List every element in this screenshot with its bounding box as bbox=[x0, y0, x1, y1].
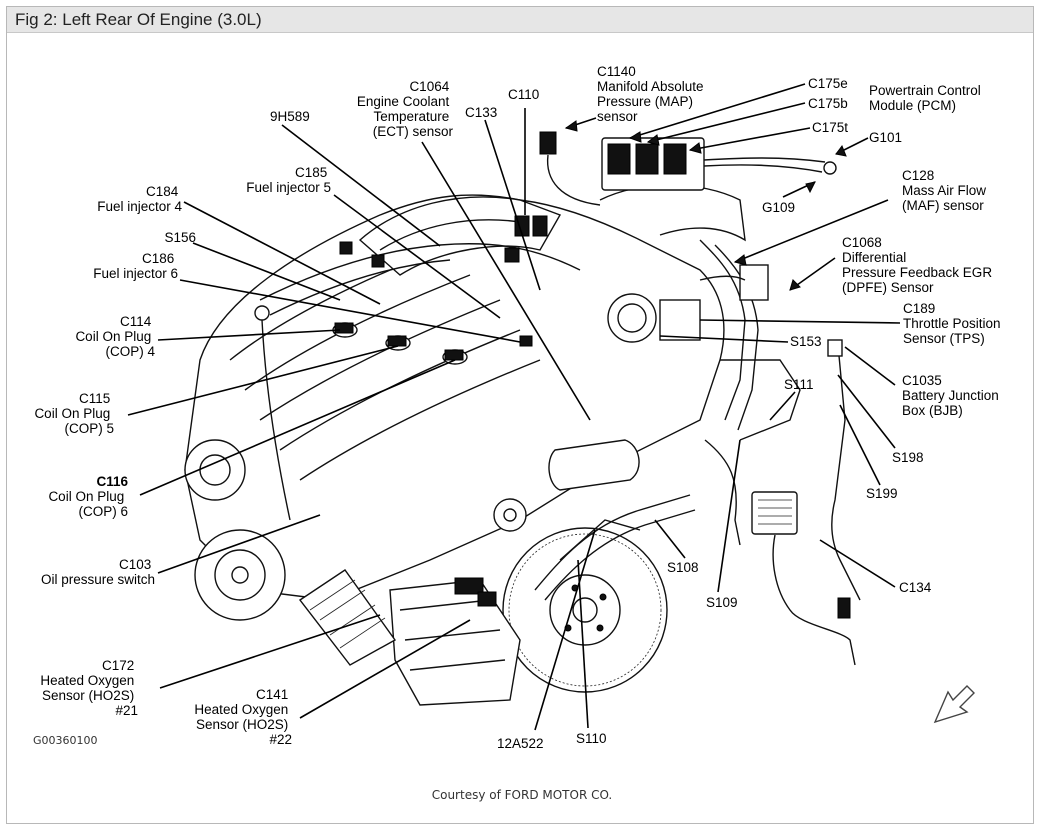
label-s111: S111 bbox=[784, 377, 814, 392]
figure-code: G00360100 bbox=[33, 734, 98, 747]
label-s109: S109 bbox=[706, 595, 738, 610]
label-c1140: C1140 Manifold Absolute Pressure (MAP) s… bbox=[597, 64, 707, 124]
label-c185: C185 Fuel injector 5 bbox=[246, 165, 331, 195]
label-s199: S199 bbox=[866, 486, 898, 501]
label-c175b: C175b bbox=[808, 96, 848, 111]
label-c184: C184 Fuel injector 4 bbox=[97, 184, 182, 214]
front-direction-arrow-icon bbox=[933, 685, 975, 724]
label-c133: C133 bbox=[465, 105, 497, 120]
label-c175t: C175t bbox=[812, 120, 848, 135]
label-9h589: 9H589 bbox=[270, 109, 310, 124]
label-s108: S108 bbox=[667, 560, 699, 575]
label-s110: S110 bbox=[576, 731, 607, 746]
label-g109: G109 bbox=[762, 200, 795, 215]
label-c110: C110 bbox=[508, 87, 539, 102]
label-12a522: 12A522 bbox=[497, 736, 544, 751]
engine-illustration bbox=[184, 131, 861, 706]
callout-labels: C1064 Engine Coolant Temperature (ECT) s… bbox=[33, 64, 1004, 751]
label-c134: C134 bbox=[899, 580, 932, 595]
label-pcm: Powertrain Control Module (PCM) bbox=[869, 83, 985, 113]
arrow-heads bbox=[564, 120, 847, 291]
label-c116-desc: Coil On Plug (COP) 6 bbox=[48, 489, 128, 519]
label-c1035: C1035 Battery Junction Box (BJB) bbox=[902, 373, 1003, 418]
footer-credit: Courtesy of FORD MOTOR CO. bbox=[431, 788, 613, 802]
leader-lines bbox=[127, 83, 901, 731]
figure-title: Fig 2: Left Rear Of Engine (3.0L) bbox=[15, 10, 262, 29]
label-c115: C115 Coil On Plug (COP) 5 bbox=[34, 391, 114, 436]
label-c1068: C1068 Differential Pressure Feedback EGR… bbox=[842, 235, 996, 295]
label-c116: C116 bbox=[96, 474, 128, 489]
label-s198: S198 bbox=[892, 450, 924, 465]
label-c128: C128 Mass Air Flow (MAF) sensor bbox=[902, 168, 990, 213]
label-c141: C141 Heated Oxygen Sensor (HO2S) #22 bbox=[194, 687, 292, 747]
label-c175e: C175e bbox=[808, 76, 848, 91]
label-s153: S153 bbox=[790, 334, 822, 349]
label-c189: C189 Throttle Position Sensor (TPS) bbox=[903, 301, 1004, 346]
label-g101: G101 bbox=[869, 130, 902, 145]
label-c186: C186 Fuel injector 6 bbox=[93, 251, 178, 281]
label-c114: C114 Coil On Plug (COP) 4 bbox=[75, 314, 155, 359]
label-s156: S156 bbox=[164, 230, 196, 245]
label-c1064: C1064 Engine Coolant Temperature (ECT) s… bbox=[357, 79, 454, 139]
label-c172: C172 Heated Oxygen Sensor (HO2S) #21 bbox=[40, 658, 138, 718]
title-bar: Fig 2: Left Rear Of Engine (3.0L) bbox=[7, 7, 1033, 33]
label-c103: C103 Oil pressure switch bbox=[41, 557, 155, 587]
